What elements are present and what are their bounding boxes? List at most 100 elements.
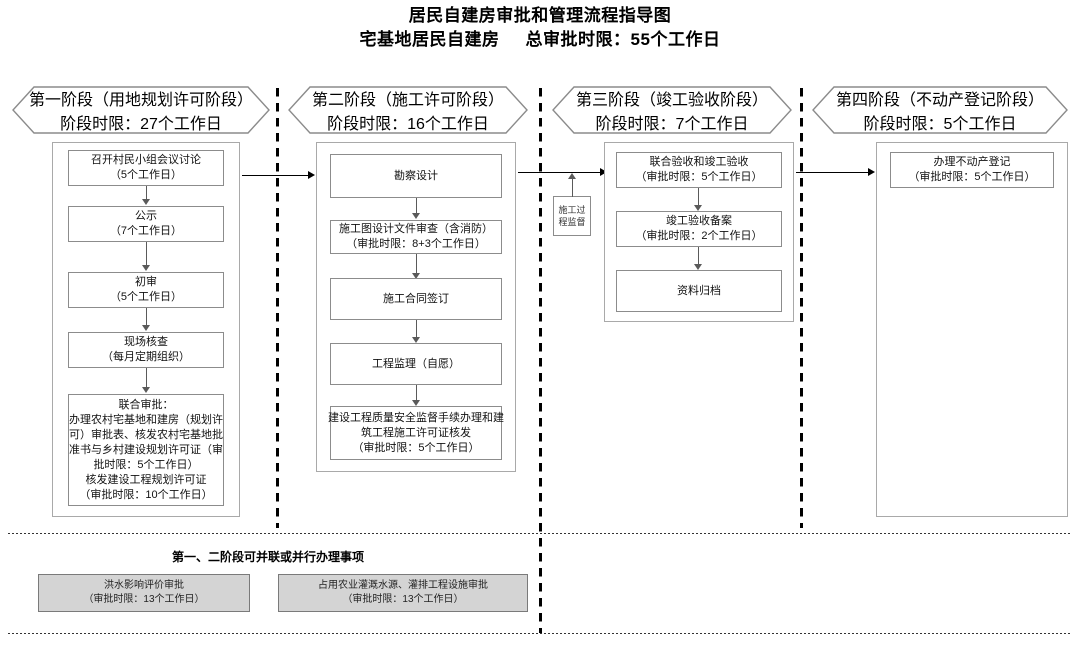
node-line-1: 召开村民小组会议讨论 bbox=[91, 154, 201, 166]
connector-3a bbox=[698, 188, 699, 206]
arrow-right-icon bbox=[308, 170, 315, 179]
node-irrigation-water-approval[interactable]: 占用农业灌溉水源、灌排工程设施审批 （审批时限：13个工作日） bbox=[278, 574, 528, 612]
node-construction-supervision[interactable]: 施工过 程监督 bbox=[553, 196, 591, 236]
node-line-2: （审批时限：5个工作日） bbox=[908, 171, 1036, 183]
node-flood-impact-assessment[interactable]: 洪水影响评价审批 （审批时限：13个工作日） bbox=[38, 574, 250, 612]
node-line-3: 可）审批表、核发农村宅基地批 bbox=[69, 428, 223, 441]
hexagon-shape bbox=[552, 86, 792, 134]
arrow-down-icon bbox=[412, 400, 420, 406]
node-real-estate-registration[interactable]: 办理不动产登记 （审批时限：5个工作日） bbox=[890, 152, 1054, 188]
connector-phase2-to-phase3 bbox=[518, 172, 602, 173]
phase-header-3: 第三阶段（竣工验收阶段） 阶段时限：7个工作日 bbox=[552, 86, 792, 134]
connector-supervision bbox=[572, 179, 573, 197]
connector-2c bbox=[416, 320, 417, 338]
node-line-2: 筑工程施工许可证核发 bbox=[361, 426, 471, 439]
node-line-1: 勘察设计 bbox=[394, 169, 438, 182]
connector-1b bbox=[146, 242, 147, 266]
node-line-1: 初审 bbox=[135, 276, 157, 288]
node-publicity[interactable]: 公示 （7个工作日） bbox=[68, 206, 224, 242]
arrow-down-icon bbox=[142, 325, 150, 331]
node-line-7: （审批时限：10个工作日） bbox=[79, 488, 213, 501]
bottom-divider-bottom bbox=[8, 633, 1072, 634]
connector-1d bbox=[146, 368, 147, 388]
phase-4-container bbox=[876, 142, 1068, 517]
phase-header-1: 第一阶段（用地规划许可阶段） 阶段时限：27个工作日 bbox=[12, 86, 270, 134]
node-line-3: （审批时限：5个工作日） bbox=[352, 441, 480, 454]
node-line-2: 办理农村宅基地和建房（规划许 bbox=[69, 413, 223, 426]
arrow-down-icon bbox=[412, 273, 420, 279]
node-line-2: 程监督 bbox=[558, 217, 586, 227]
node-survey-design[interactable]: 勘察设计 bbox=[330, 154, 502, 198]
connector-1a bbox=[146, 186, 147, 200]
node-preliminary-review[interactable]: 初审 （5个工作日） bbox=[68, 272, 224, 308]
title-subject: 宅基地居民自建房 bbox=[359, 30, 500, 49]
arrow-down-icon bbox=[412, 337, 420, 343]
node-line-4: 准书与乡村建设规划许可证（审 bbox=[69, 443, 223, 456]
connector-3b bbox=[698, 247, 699, 265]
bottom-section-heading: 第一、二阶段可并联或并行办理事项 bbox=[172, 550, 365, 564]
hexagon-shape bbox=[812, 86, 1068, 134]
node-line-1: 施工过 bbox=[558, 205, 586, 215]
arrow-right-icon bbox=[600, 167, 607, 176]
node-acceptance-filing[interactable]: 竣工验收备案 （审批时限：2个工作日） bbox=[616, 211, 782, 247]
node-village-meeting[interactable]: 召开村民小组会议讨论 （5个工作日） bbox=[68, 150, 224, 186]
node-line-1: 竣工验收备案 bbox=[666, 215, 732, 227]
node-line-2: （5个工作日） bbox=[109, 291, 183, 303]
connector-phase3-to-phase4 bbox=[796, 172, 870, 173]
node-line-1: 公示 bbox=[135, 210, 157, 222]
node-line-1: 施工合同签订 bbox=[383, 292, 449, 305]
phase-header-4: 第四阶段（不动产登记阶段） 阶段时限：5个工作日 bbox=[812, 86, 1068, 134]
node-project-supervision-voluntary[interactable]: 工程监理（自愿） bbox=[330, 343, 502, 385]
node-joint-approval[interactable]: 联合审批： 办理农村宅基地和建房（规划许 可）审批表、核发农村宅基地批 准书与乡… bbox=[68, 394, 224, 506]
node-line-1: 洪水影响评价审批 bbox=[104, 580, 184, 591]
node-line-1: 资料归档 bbox=[677, 284, 721, 297]
node-line-2: （5个工作日） bbox=[109, 169, 183, 181]
node-line-6: 核发建设工程规划许可证 bbox=[85, 473, 207, 486]
node-construction-drawing-review[interactable]: 施工图设计文件审查（含消防） （审批时限：8+3个工作日） bbox=[330, 220, 502, 254]
node-line-1: 现场核查 bbox=[124, 336, 168, 348]
node-line-2: （审批时限：13个工作日） bbox=[342, 594, 464, 605]
arrow-down-icon bbox=[412, 213, 420, 219]
node-line-1: 办理不动产登记 bbox=[933, 156, 1011, 168]
arrow-down-icon bbox=[142, 387, 150, 393]
node-line-5: 批时限：5个工作日） bbox=[93, 458, 199, 471]
node-joint-acceptance[interactable]: 联合验收和竣工验收 （审批时限：5个工作日） bbox=[616, 152, 782, 188]
node-line-2: （审批时限：13个工作日） bbox=[83, 594, 205, 605]
arrow-right-icon bbox=[868, 167, 875, 176]
title-total-limit: 总审批时限：55个工作日 bbox=[525, 30, 721, 49]
title-line-1: 居民自建房审批和管理流程指导图 bbox=[408, 6, 672, 25]
connector-2d bbox=[416, 385, 417, 401]
node-line-2: （审批时限：5个工作日） bbox=[635, 171, 763, 183]
connector-2a bbox=[416, 198, 417, 214]
phase-divider-3 bbox=[800, 88, 803, 528]
node-archive-materials[interactable]: 资料归档 bbox=[616, 270, 782, 312]
bottom-divider-top bbox=[8, 533, 1072, 534]
node-line-2: （审批时限：8+3个工作日） bbox=[346, 238, 486, 250]
node-line-1: 工程监理（自愿） bbox=[372, 357, 460, 370]
node-quality-safety-permit[interactable]: 建设工程质量安全监督手续办理和建 筑工程施工许可证核发 （审批时限：5个工作日） bbox=[328, 406, 504, 460]
arrow-down-icon bbox=[142, 199, 150, 205]
arrow-down-icon bbox=[694, 205, 702, 211]
phase-divider-1 bbox=[276, 88, 279, 528]
phase-header-2: 第二阶段（施工许可阶段） 阶段时限：16个工作日 bbox=[288, 86, 528, 134]
node-line-1: 联合验收和竣工验收 bbox=[649, 156, 749, 168]
node-line-1: 施工图设计文件审查（含消防） bbox=[339, 223, 493, 235]
connector-2b bbox=[416, 254, 417, 274]
node-line-1: 占用农业灌溉水源、灌排工程设施审批 bbox=[318, 580, 488, 591]
title-line-2: 宅基地居民自建房 总审批时限：55个工作日 bbox=[0, 28, 1080, 52]
arrow-down-icon bbox=[142, 265, 150, 271]
node-line-2: （审批时限：2个工作日） bbox=[635, 230, 763, 242]
arrow-up-icon bbox=[568, 173, 576, 179]
node-line-1: 联合审批： bbox=[118, 398, 174, 411]
hexagon-shape bbox=[12, 86, 270, 134]
node-site-inspection[interactable]: 现场核查 （每月定期组织） bbox=[68, 332, 224, 368]
connector-phase1-to-phase2 bbox=[242, 175, 310, 176]
connector-1c bbox=[146, 308, 147, 326]
arrow-down-icon bbox=[694, 264, 702, 270]
node-construction-contract[interactable]: 施工合同签订 bbox=[330, 278, 502, 320]
node-line-2: （每月定期组织） bbox=[102, 351, 190, 363]
hexagon-shape bbox=[288, 86, 528, 134]
page-title: 居民自建房审批和管理流程指导图 宅基地居民自建房 总审批时限：55个工作日 bbox=[0, 4, 1080, 52]
node-line-2: （7个工作日） bbox=[109, 225, 183, 237]
